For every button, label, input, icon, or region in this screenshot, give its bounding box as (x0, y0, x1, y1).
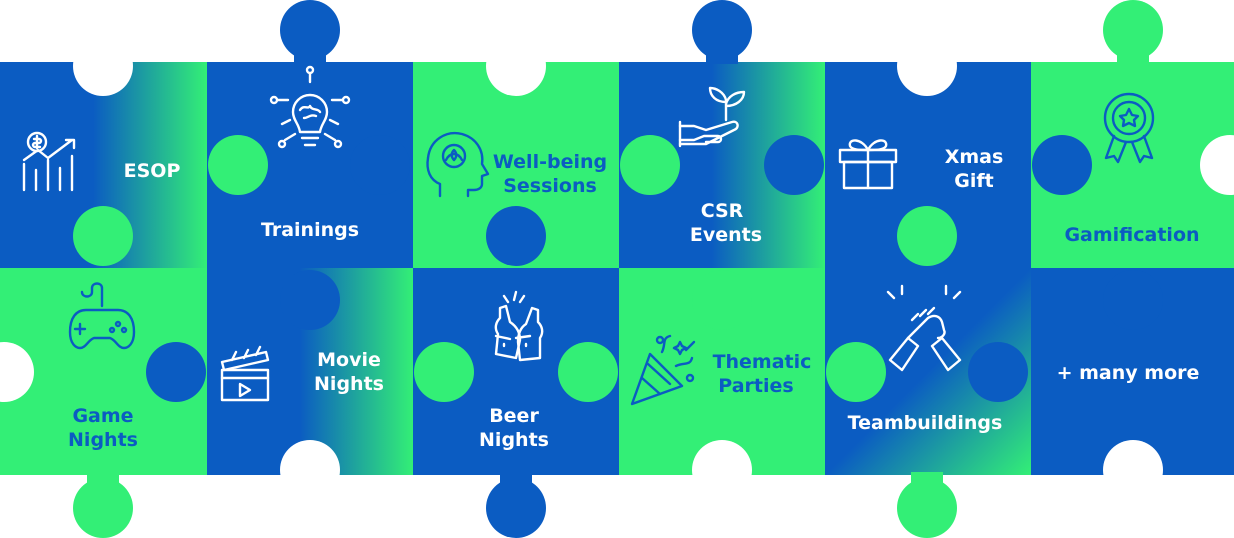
label-esop-line-1: ESOP (124, 160, 181, 182)
label-well-being-line-1: Well-being (493, 151, 607, 173)
knob-game-movie (146, 342, 206, 402)
clapperboard-icon (220, 345, 270, 402)
knob-gamification-more (1103, 270, 1163, 330)
knob-csr-xmas (764, 135, 824, 195)
label-teambuildings: Teambuildings (848, 412, 1003, 434)
knob-neck-bottom-beer (500, 472, 532, 496)
head-lotus-icon (426, 131, 490, 198)
label-xmas-gift-line-2: Gift (954, 170, 993, 192)
label-many-more: + many more (1057, 362, 1200, 384)
knob-neck-top-csr (706, 40, 738, 64)
label-esop: ESOP (124, 160, 181, 182)
lightbulb-brain-icon (269, 65, 351, 149)
party-popper-icon (630, 334, 696, 406)
notch-top-wellbeing (486, 36, 546, 96)
knob-neck-bottom-game (87, 472, 119, 496)
knob-beer-thematic (558, 342, 618, 402)
gamepad-icon (68, 282, 136, 350)
knob-trainings-movie (280, 270, 340, 330)
label-thematic-parties-line-1: Thematic (713, 351, 812, 373)
knob-team-more (968, 342, 1028, 402)
knob-esop-trainings (208, 135, 268, 195)
label-game-nights-line-1: Game (72, 405, 133, 427)
knob-neck-top-trainings (294, 40, 326, 64)
knob-neck-bottom-teambuildings (911, 472, 943, 496)
label-beer-nights-line-2: Nights (479, 429, 549, 451)
handshake-icon (886, 284, 962, 372)
award-ribbon-icon (1103, 92, 1155, 164)
label-thematic-parties-line-2: Parties (718, 375, 793, 397)
notch-right-gamification (1200, 135, 1234, 195)
knob-thematic-team (826, 342, 886, 402)
label-trainings-line-1: Trainings (261, 219, 359, 241)
knob-xmas-gamification (1032, 135, 1092, 195)
knob-wellbeing-csr (620, 135, 680, 195)
notch-bottom-more (1103, 440, 1163, 500)
label-trainings: Trainings (261, 219, 359, 241)
label-gamification: Gamification (1064, 224, 1199, 246)
bar-chart-dollar-icon (22, 131, 76, 192)
knob-wellbeing-beer (486, 206, 546, 266)
label-many-more-line-1: + many more (1057, 362, 1200, 384)
knob-neck-top-gamification (1117, 40, 1149, 64)
label-xmas-gift-line-1: Xmas (945, 146, 1004, 168)
label-teambuildings-line-1: Teambuildings (848, 412, 1003, 434)
knob-movie-beer (414, 342, 474, 402)
beer-bottles-icon (494, 290, 544, 362)
label-well-being-line-2: Sessions (503, 175, 597, 197)
knob-trainings-wellbeing (350, 135, 410, 195)
notch-top-xmas (897, 36, 957, 96)
label-beer-nights-line-1: Beer (489, 405, 539, 427)
label-movie-nights-line-2: Nights (314, 373, 384, 395)
notch-top-esop (73, 36, 133, 96)
knob-esop-game (73, 206, 133, 266)
notch-bottom-movie (280, 440, 340, 500)
hand-sprout-icon (678, 86, 746, 148)
gift-box-icon (838, 139, 898, 190)
notch-left-game (0, 342, 34, 402)
knob-xmas-team (897, 206, 957, 266)
notch-bottom-thematic (692, 440, 752, 500)
label-game-nights-line-2: Nights (68, 429, 138, 451)
label-csr-events-line-2: Events (690, 224, 762, 246)
label-csr-events-line-1: CSR (701, 200, 744, 222)
label-gamification-line-1: Gamification (1064, 224, 1199, 246)
knob-csr-thematic (692, 270, 752, 330)
label-movie-nights-line-1: Movie (317, 349, 381, 371)
